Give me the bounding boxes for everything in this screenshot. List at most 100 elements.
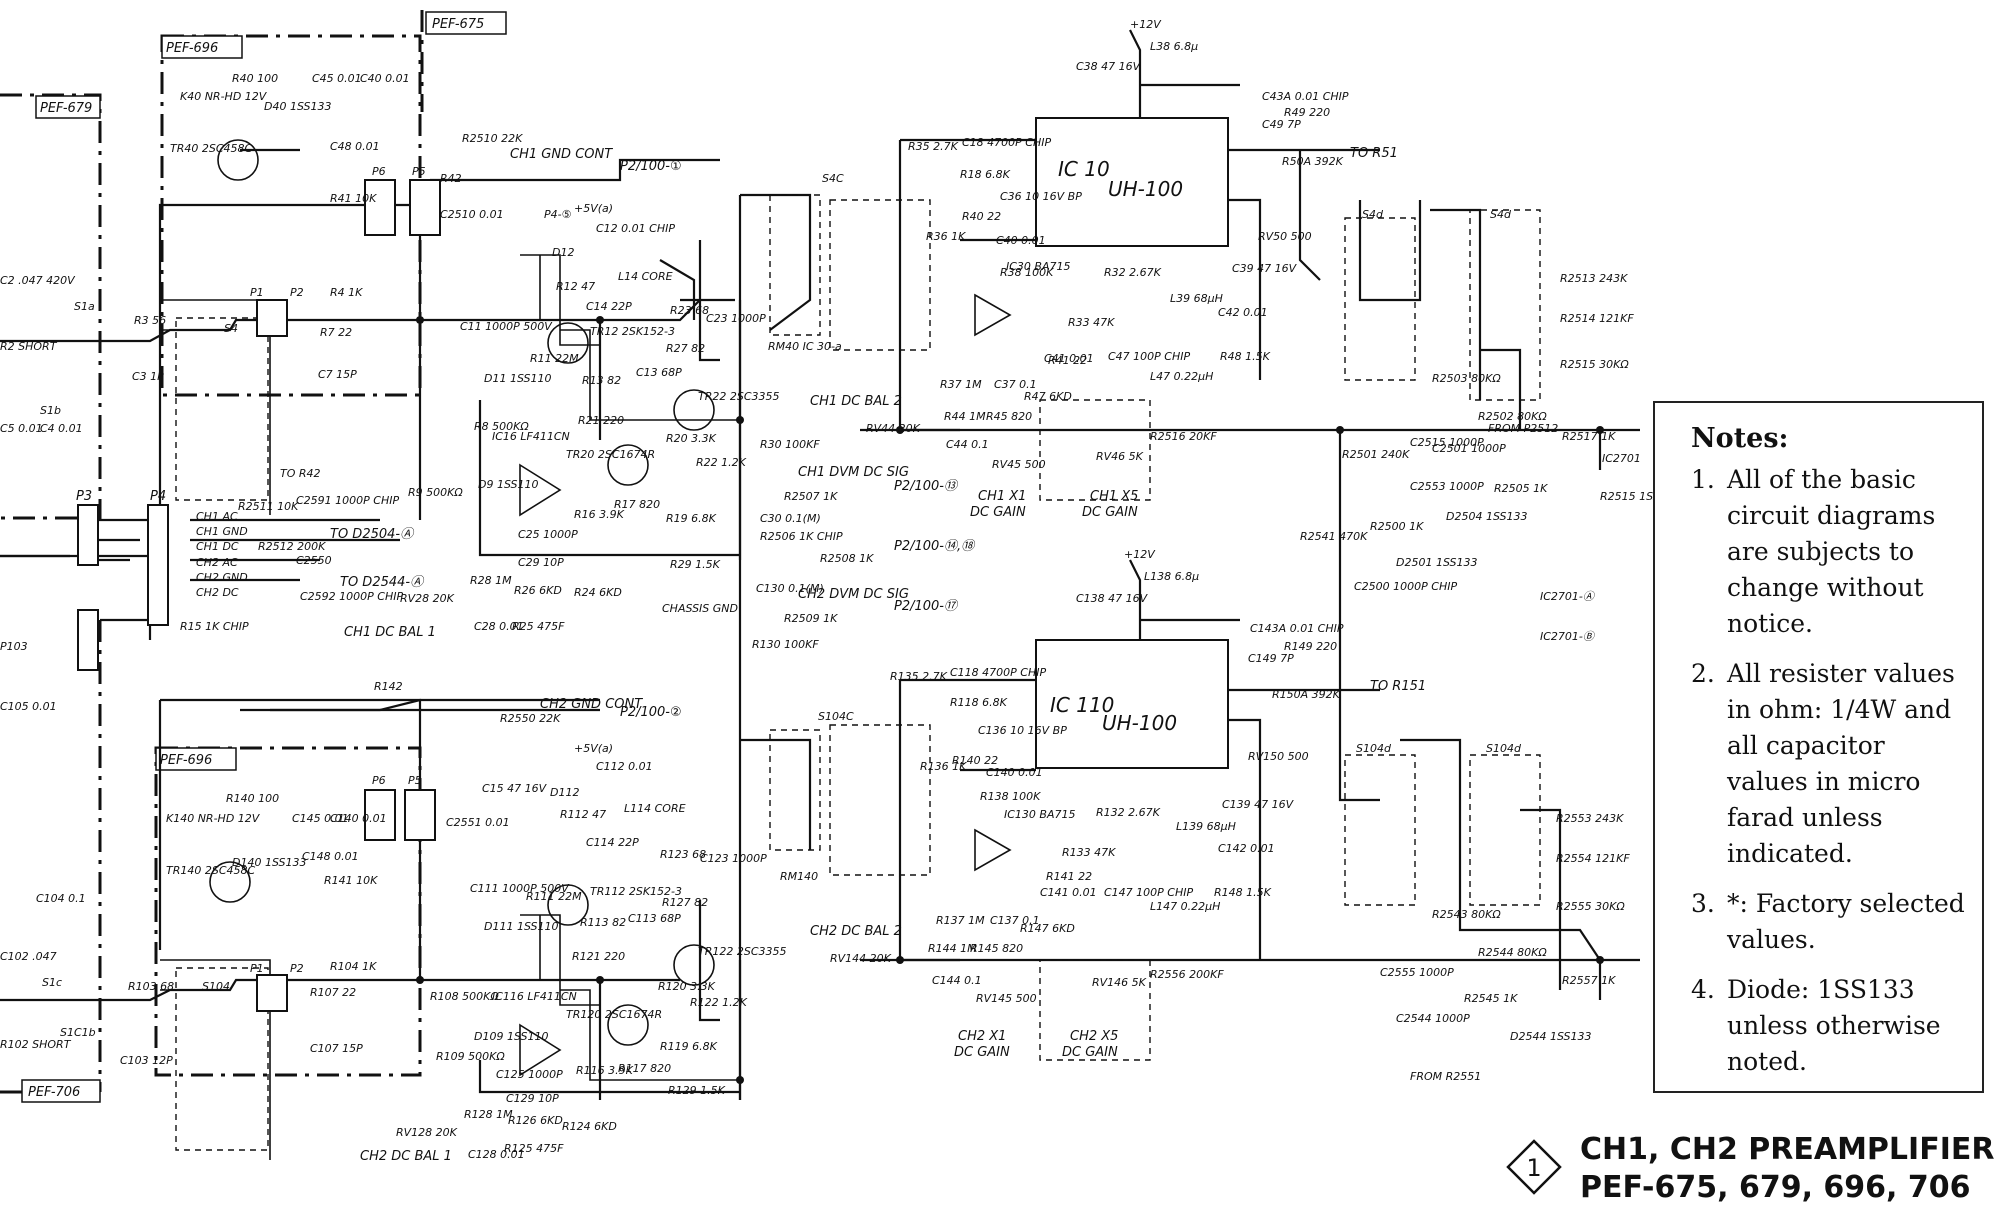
r121-label: R121 220 [572,950,625,963]
d112-label: D112 [550,786,579,799]
r2511-label: R2511 10K [238,500,299,513]
ic2701a-label: IC2701-Ⓐ [1540,590,1596,603]
r50a-label: R50A 392K [1282,155,1344,168]
r19-label: R19 6.8K [666,512,717,525]
rv45-label: RV45 500 [992,458,1046,471]
p102-label: P2 [290,962,304,975]
c125-label: C125 1000P [496,1068,563,1081]
p1-label: P1 [250,286,264,299]
c118-label: C118 4700P CHIP [950,666,1046,679]
r133-label: R133 47K [1062,846,1116,859]
c2-label: C2 .047 420V [0,274,76,287]
r2505-label: R2505 1K [1494,482,1548,495]
r125-label: R125 475F [504,1142,564,1155]
note-item-3: 3. *: Factory selected values. [1691,886,1968,958]
to-d2544-label: TO D2544-Ⓐ [340,575,425,590]
r18-label: R18 6.8K [960,168,1011,181]
ch1-x1-sub: DC GAIN [970,505,1026,520]
note-number: 3. [1691,889,1715,918]
ch1-dc-bal2-label: CH1 DC BAL 2 [810,394,902,409]
c23-label: C23 1000P [706,312,766,325]
rv50-label: RV50 500 [1258,230,1312,243]
c2553-label: C2553 1000P [1410,480,1484,493]
c2500-label: C2500 1000P CHIP [1354,580,1457,593]
ch1-dc-bal1-label: CH1 DC BAL 1 [344,625,436,640]
d2544-label: D2544 1SS133 [1510,1030,1592,1043]
s104c-label: S104C [818,710,854,723]
r11-label: R11 22M [530,352,579,365]
r32-label: R32 2.67K [1104,266,1162,279]
r102-label: R102 SHORT [0,1038,72,1051]
c2592-label: C2592 1000P CHIP [300,590,403,603]
c2515-label: C2515 1000P [1410,436,1484,449]
r126-label: R126 6KD [508,1114,563,1127]
r35-label: R35 2.7K [908,140,959,153]
transistors [209,139,715,1046]
r144-label: R144 1M [928,942,977,955]
d40-label: D40 1SS133 [264,100,332,113]
rv146-label: RV146 5K [1092,976,1147,989]
r122-label: R122 1.2K [690,996,748,1009]
r49-label: R49 220 [1284,106,1330,119]
r2554-label: R2554 121KF [1556,852,1630,865]
c11-label: C11 1000P 500V [460,320,553,333]
p3-label: P3 [76,489,92,504]
c136-label: C136 10 16V BP [978,724,1067,737]
board-label-pef696-upper: PEF-696 [166,41,218,56]
ic2701-label: IC2701 [1602,452,1641,465]
r141-label: R141 10K [324,874,378,887]
c148-label: C148 0.01 [302,850,359,863]
diamond-shape: 1 [1506,1139,1562,1195]
c15-label: C15 47 16V [482,782,548,795]
note-number: 1. [1691,465,1715,494]
ch1-dvm-label: CH1 DVM DC SIG [798,465,909,480]
c40-label: C40 0.01 [360,72,410,85]
c112-label: C112 0.01 [596,760,653,773]
r103-label: R103 68 [128,980,174,993]
ch2-x1-label: CH2 X1 [958,1029,1006,1044]
board-label-pef706: PEF-706 [28,1085,80,1100]
ch1-x5-sub: DC GAIN [1082,505,1138,520]
r2556-label: R2556 200KF [1150,968,1224,981]
p2-label: P2 [290,286,304,299]
r117-label: R117 820 [618,1062,671,1075]
c47-label: C47 100P CHIP [1108,350,1190,363]
r108-label: R108 500KΩ [430,990,499,1003]
r17-label: R17 820 [614,498,660,511]
c39-label: C39 47 16V [1232,262,1298,275]
note-text: All resister values in ohm: 1/4W and all… [1727,659,1955,868]
d2501-label: D2501 1SS133 [1396,556,1478,569]
s104-label: S104 [202,980,230,993]
d140-label: D140 1SS133 [232,856,307,869]
ch2-ac-label: CH2 AC [196,556,238,569]
r123-label: R123 68 [660,848,706,861]
c2501-label: C2501 1000P [1432,442,1506,455]
c130-label: C130 0.1(M) [756,582,824,595]
c129-label: C129 10P [506,1092,559,1105]
r130-label: R130 100KF [752,638,819,651]
r112-label: R112 47 [560,808,606,821]
ic10-type: UH-100 [1108,177,1183,201]
s104d-right-label: S104d [1486,742,1522,755]
r129-label: R129 1.5K [668,1084,726,1097]
c113-label: C113 68P [628,912,681,925]
c36-label: C36 10 16V BP [1000,190,1082,203]
p2100-2-label: P2/100-② [620,705,682,720]
s1b-label: S1b [40,404,61,417]
k140-label: K140 NR-HD 12V [166,812,261,825]
to-r151-label: TO R151 [1370,679,1426,694]
c105-label: C105 0.01 [0,700,57,713]
r2543-label: R2543 80KΩ [1432,908,1501,921]
c2510-label: C2510 0.01 [440,208,504,221]
p2100-13-label: P2/100-⑬ [894,479,959,494]
note-text: *: Factory selected values. [1727,889,1965,954]
s4c-label: S4C [822,172,844,185]
signal-labels: CH1 GND CONT P2/100-① CH2 GND CONT P2/10… [196,18,1558,1164]
c5-label: C5 0.01 [0,422,43,435]
wiring [0,29,1640,1160]
c143a-label: C143A 0.01 CHIP [1250,622,1344,635]
r145-label: R145 820 [970,942,1023,955]
r2545-label: R2545 1K [1464,992,1518,1005]
c49-label: C49 7P [1262,118,1301,131]
